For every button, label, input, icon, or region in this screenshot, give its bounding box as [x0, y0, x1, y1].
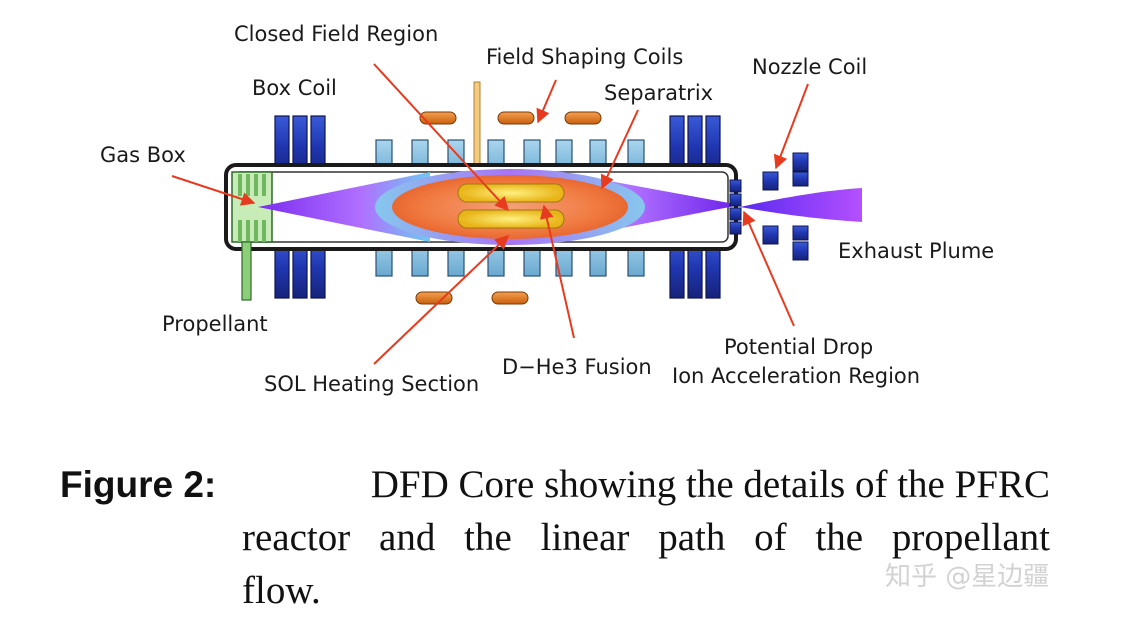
rf-antenna-rod	[473, 81, 481, 175]
arrow-sol-heating	[373, 235, 510, 365]
label-separatrix: Separatrix	[604, 81, 713, 105]
label-box-coil: Box Coil	[252, 76, 337, 100]
arrow-field-shaping	[536, 79, 557, 124]
arrow-potential-drop	[742, 210, 795, 327]
pfrc-reactor-diagram: Closed Field Region Field Shaping Coils …	[100, 22, 994, 396]
fusion-core	[457, 183, 565, 229]
label-propellant: Propellant	[162, 312, 268, 336]
exhaust-plume	[740, 188, 862, 222]
watermark: 知乎 @星边疆	[885, 562, 1050, 592]
label-nozzle-coil: Nozzle Coil	[752, 55, 867, 79]
caption-line-3: flow.	[242, 569, 321, 612]
label-closed-field-region: Closed Field Region	[234, 22, 438, 46]
arrow-gas-box	[171, 175, 256, 206]
field-shaping-coils-top	[419, 111, 602, 125]
label-ion-acceleration-region: Ion Acceleration Region	[672, 364, 920, 388]
label-dhe3-fusion: D−He3 Fusion	[502, 355, 652, 379]
nozzle-coil	[762, 152, 809, 261]
box-coil-left	[274, 115, 326, 299]
arrow-closed-field	[373, 63, 509, 212]
nozzle-end-plate	[729, 179, 742, 235]
label-gas-box: Gas Box	[100, 143, 186, 167]
caption-line-2: reactor and the linear path of the prope…	[242, 516, 1050, 559]
annotation-arrows	[171, 63, 809, 365]
label-sol-heating-section: SOL Heating Section	[264, 372, 479, 396]
propellant-feed-tube	[241, 241, 252, 301]
label-field-shaping-coils: Field Shaping Coils	[486, 45, 683, 69]
arrow-nozzle-coil	[773, 83, 809, 170]
label-exhaust-plume: Exhaust Plume	[838, 239, 994, 263]
figure-label: Figure 2:	[60, 464, 217, 505]
arrow-dhe3	[539, 204, 575, 339]
caption-line-1: DFD Core showing the details of the PFRC	[370, 463, 1050, 506]
label-potential-drop: Potential Drop	[724, 335, 873, 359]
arrow-separatrix	[600, 109, 639, 190]
closed-field-plasma	[392, 175, 628, 239]
field-shaping-coils-bottom	[415, 291, 529, 305]
plasma-beam-left	[258, 172, 430, 242]
